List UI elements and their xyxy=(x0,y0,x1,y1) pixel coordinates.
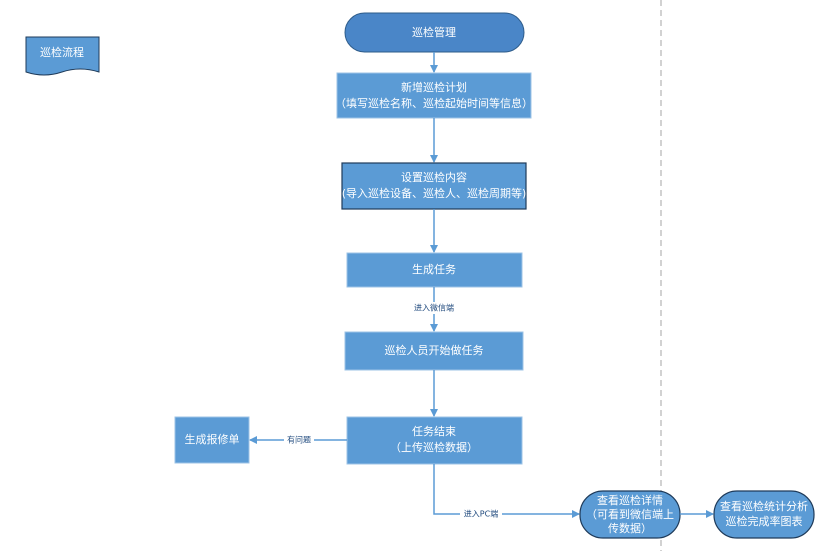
edge-label-bg-pc xyxy=(460,508,502,520)
node-create-plan: 新增巡检计划 （填写巡检名称、巡检起始时间等信息） xyxy=(335,72,533,119)
generate-task-label: 生成任务 xyxy=(412,262,456,276)
start-terminator: 巡检管理 xyxy=(344,12,525,53)
start-task-label: 巡检人员开始做任务 xyxy=(385,343,484,357)
edge-end-to-details xyxy=(433,464,580,518)
set-content-subtitle: (导入巡检设备、巡检人、巡检周期等) xyxy=(342,186,527,200)
edge-label-to-pc: 进入PC端 xyxy=(464,509,498,519)
document-shape: 巡检流程 xyxy=(25,36,100,76)
edge-label-bg-problem xyxy=(284,434,314,446)
node-stats: 查看巡检统计分析 巡检完成率图表 xyxy=(713,490,815,539)
node-start-task: 巡检人员开始做任务 xyxy=(344,331,524,371)
task-end-subtitle: （上传巡检数据） xyxy=(390,440,478,454)
node-view-details: 查看巡检详情 （可看到微信端上 传数据） xyxy=(579,490,681,539)
node-generate-task: 生成任务 xyxy=(346,252,523,288)
node-repair-order: 生成报修单 xyxy=(174,416,250,464)
view-details-line3: 传数据） xyxy=(608,521,652,535)
stats-line2: 巡检完成率图表 xyxy=(726,514,803,528)
start-label: 巡检管理 xyxy=(412,25,456,39)
view-details-line2: （可看到微信端上 xyxy=(586,507,674,521)
task-end-title: 任务结束 xyxy=(412,425,456,438)
node-set-content: 设置巡检内容 (导入巡检设备、巡检人、巡检周期等) xyxy=(341,162,527,210)
node-task-end: 任务结束 （上传巡检数据） xyxy=(346,416,523,465)
create-plan-subtitle: （填写巡检名称、巡检起始时间等信息） xyxy=(335,96,533,110)
set-content-title: 设置巡检内容 xyxy=(401,170,467,184)
view-details-line1: 查看巡检详情 xyxy=(597,493,663,507)
repair-order-label: 生成报修单 xyxy=(185,432,240,446)
edge-label-to-wechat: 进入微信端 xyxy=(414,303,454,313)
document-label: 巡检流程 xyxy=(40,45,84,59)
edge-label-bg-wechat xyxy=(404,302,464,314)
create-plan-title: 新增巡检计划 xyxy=(401,80,467,94)
stats-line1: 查看巡检统计分析 xyxy=(720,499,808,513)
edge-label-has-problem: 有问题 xyxy=(287,435,311,445)
